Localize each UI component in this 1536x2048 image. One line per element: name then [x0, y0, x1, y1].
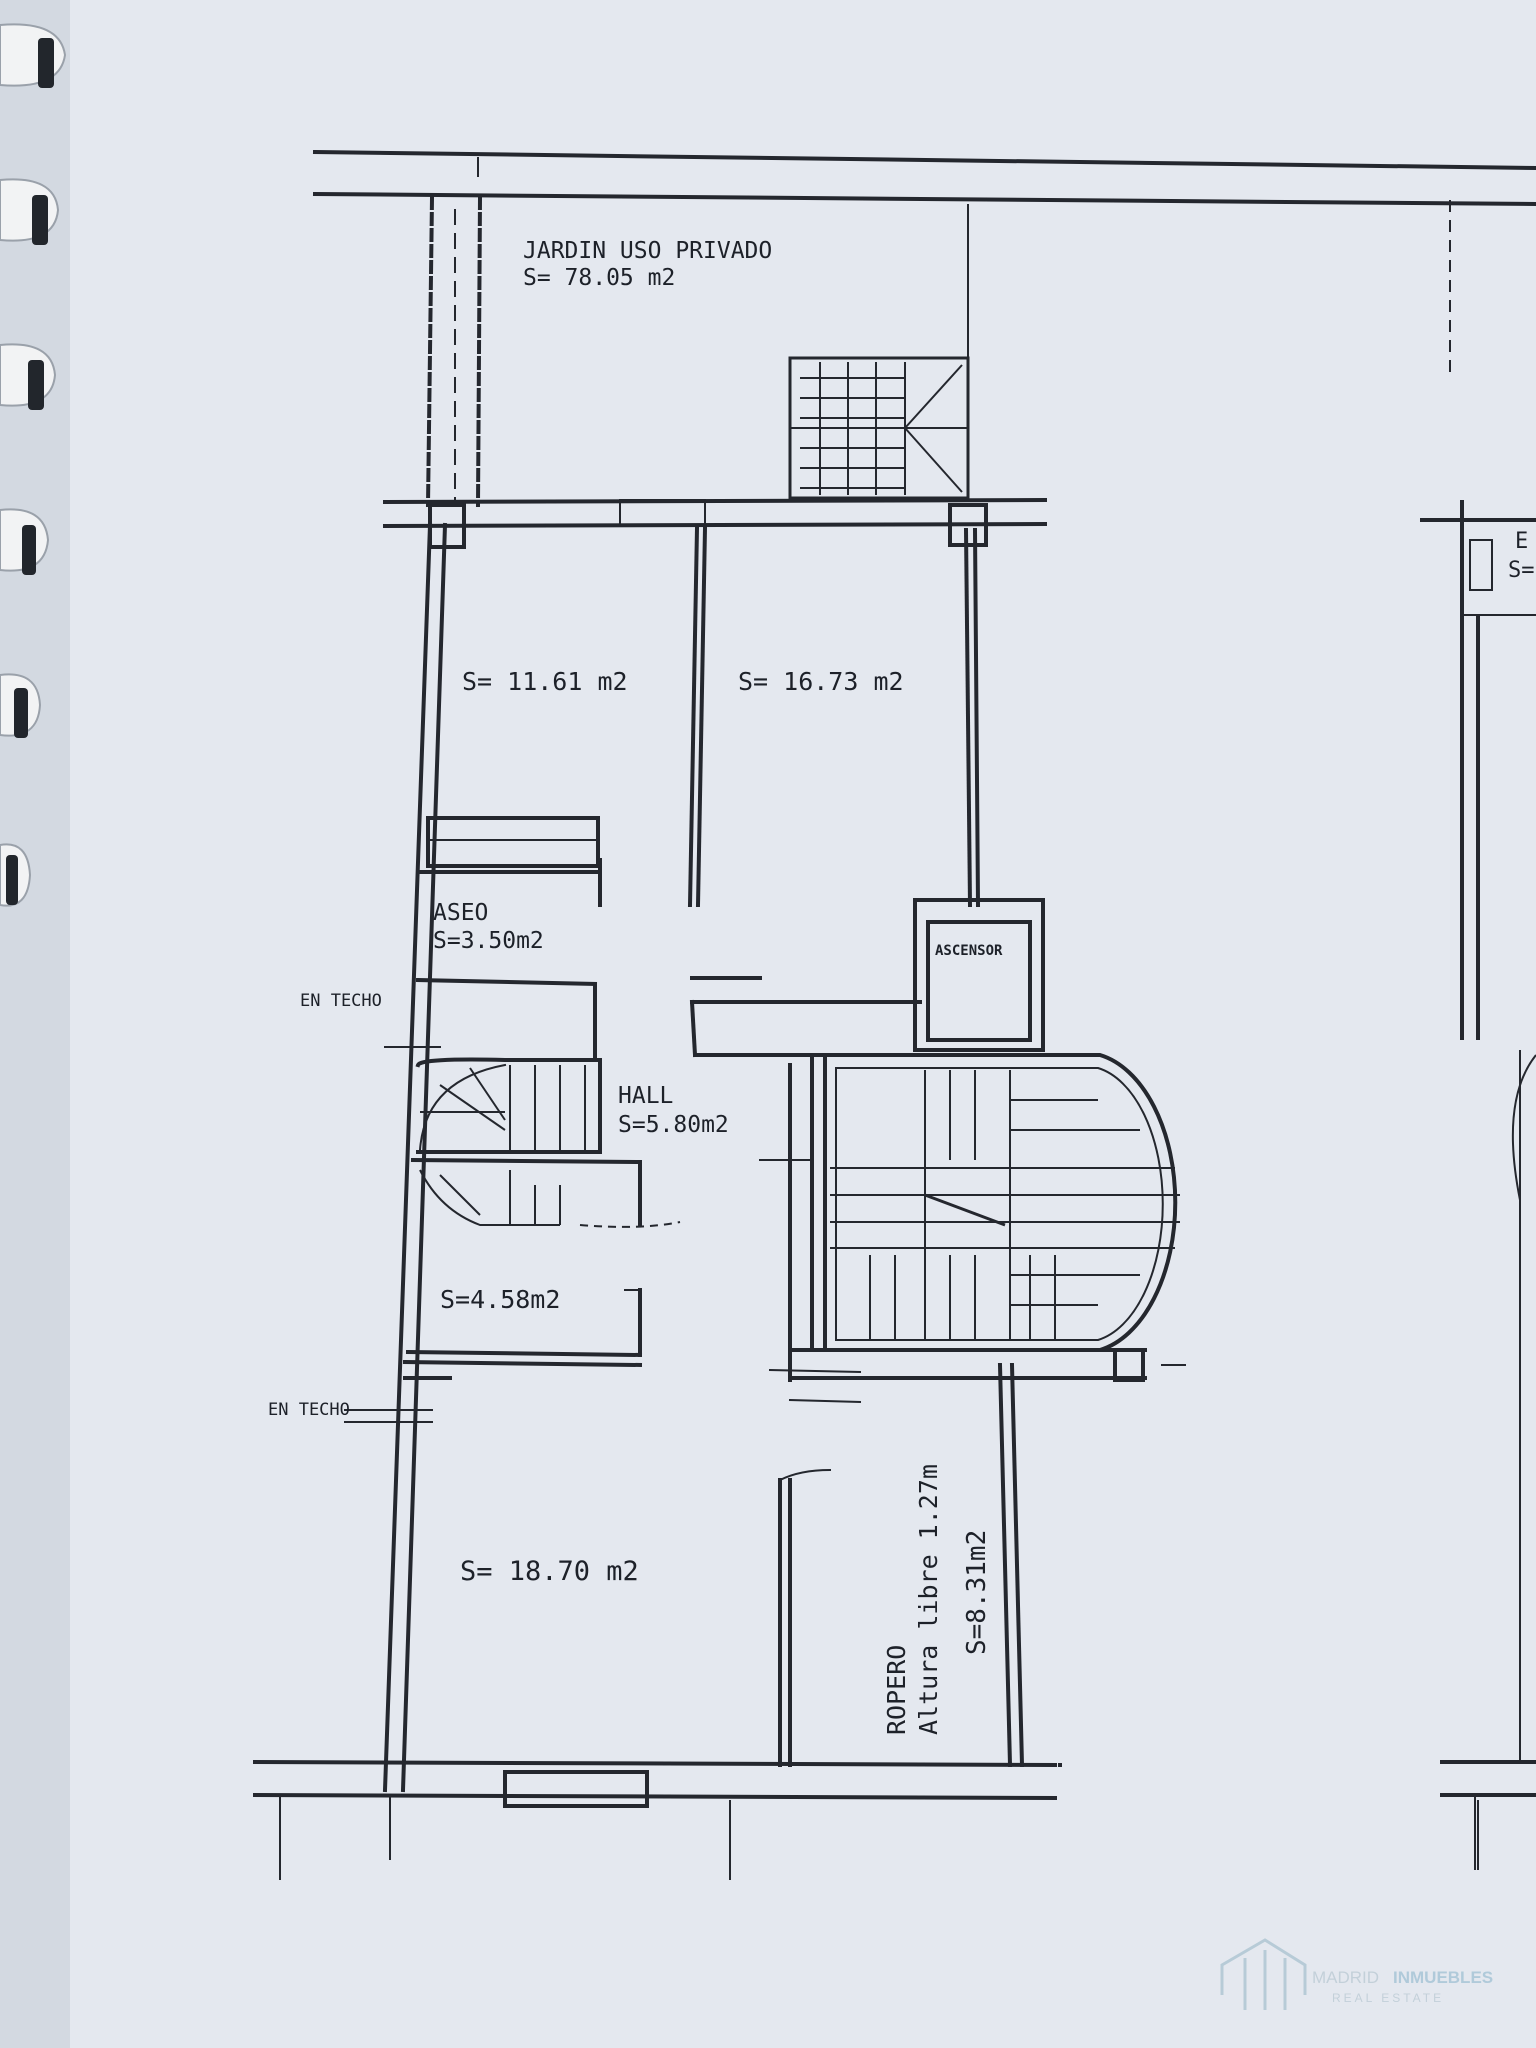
main-stair-steps — [830, 1070, 1180, 1340]
main-stair-enclosure — [823, 1053, 1178, 1352]
room-b-area: S= 16.73 m2 — [738, 667, 904, 696]
right-fragment-1: E — [1515, 529, 1528, 554]
ropero-height: Altura libre 1.27m — [914, 1464, 943, 1735]
bottom-wall — [252, 1759, 1058, 1768]
garden-area: S= 78.05 m2 — [523, 265, 675, 291]
room-c-area: S=4.58m2 — [440, 1285, 560, 1314]
front-wall — [382, 497, 1048, 505]
room-a-area: S= 11.61 m2 — [462, 667, 628, 696]
watermark-brand-b: INMUEBLES — [1393, 1968, 1493, 1987]
binding-hole — [6, 855, 18, 905]
walls — [252, 149, 1536, 1808]
top-boundary — [312, 149, 1536, 171]
neighbor-unit-fragment — [1420, 200, 1536, 1870]
binding-hole — [32, 195, 48, 245]
aseo-name: ASEO — [433, 900, 488, 926]
binding-hole — [22, 525, 36, 575]
ascensor-outer — [913, 898, 1045, 1052]
binding-holes — [6, 38, 54, 905]
room-d-area: S= 18.70 m2 — [460, 1556, 639, 1587]
garden-left-wall — [425, 195, 435, 508]
binding-hole — [38, 38, 54, 88]
ropero-area: S=8.31m2 — [962, 1530, 992, 1655]
outer-left-wall — [382, 522, 433, 1793]
en-techo-label-1: EN TECHO — [300, 991, 382, 1011]
room-labels: JARDIN USO PRIVADO S= 78.05 m2 S= 11.61 … — [268, 238, 1535, 1587]
garden-title: JARDIN USO PRIVADO — [523, 238, 772, 264]
binding-hole — [14, 688, 28, 738]
paper-shadow-edge — [0, 0, 70, 2048]
watermark-brand-a: MADRID — [1312, 1968, 1379, 1987]
top-boundary-2 — [312, 191, 1536, 207]
small-stair-enclosure — [415, 1057, 602, 1154]
dimension-ticks — [279, 1795, 1476, 1880]
en-techo-label-2: EN TECHO — [268, 1400, 350, 1420]
hall-area: S=5.80m2 — [618, 1112, 729, 1138]
wardrobe-strip — [426, 816, 600, 868]
small-stair-steps — [419, 1065, 681, 1228]
hall-name: HALL — [618, 1083, 673, 1109]
right-fragment-2: S= — [1508, 558, 1535, 583]
watermark-sub: REAL ESTATE — [1332, 1991, 1444, 2005]
house-logo-icon — [1220, 1938, 1307, 2010]
ropero-name: ROPERO — [882, 1645, 911, 1735]
brand-watermark: MADRID INMUEBLES REAL ESTATE — [1220, 1938, 1493, 2010]
exterior-stair — [788, 356, 970, 500]
binding-hole — [28, 360, 44, 410]
ropero-labels: ROPERO Altura libre 1.27m S=8.31m2 — [882, 1464, 992, 1735]
ascensor-inner — [926, 920, 1032, 1042]
aseo-area: S=3.50m2 — [433, 928, 544, 954]
ascensor-label: ASCENSOR — [935, 943, 1003, 959]
